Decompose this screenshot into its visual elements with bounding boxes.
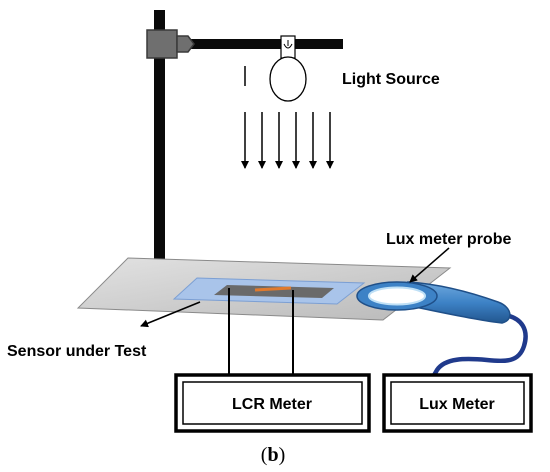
sensor-under-test: [172, 277, 366, 305]
light-source-label: Light Source: [342, 71, 440, 88]
sensor-active-strip: [254, 286, 292, 292]
lux-probe-label: Lux meter probe: [386, 231, 511, 248]
sensor-film: [214, 285, 334, 298]
lcr-meter-box: [174, 373, 371, 433]
stand-arm: [165, 39, 343, 49]
light-rays: [241, 112, 334, 169]
caption-open: (: [261, 444, 268, 466]
lux-meter-box: [382, 373, 533, 433]
lux-meter-label: Lux Meter: [419, 396, 495, 413]
light-bulb-icon: [269, 35, 307, 102]
probe-ring-inner: [368, 286, 426, 306]
lux-probe-label-arrow: [409, 247, 450, 283]
caption-letter: b: [267, 444, 278, 466]
sensor-label: Sensor under Test: [7, 343, 147, 360]
probe-cable: [430, 312, 528, 380]
sensor-label-arrow: [140, 301, 201, 328]
stand-pole: [154, 10, 165, 286]
lux-meter-probe: [356, 281, 528, 380]
caption-close: ): [279, 444, 286, 466]
figure-caption: (b): [261, 444, 285, 466]
stand-clamp: [146, 29, 195, 59]
lcr-meter-label: LCR Meter: [232, 396, 312, 413]
